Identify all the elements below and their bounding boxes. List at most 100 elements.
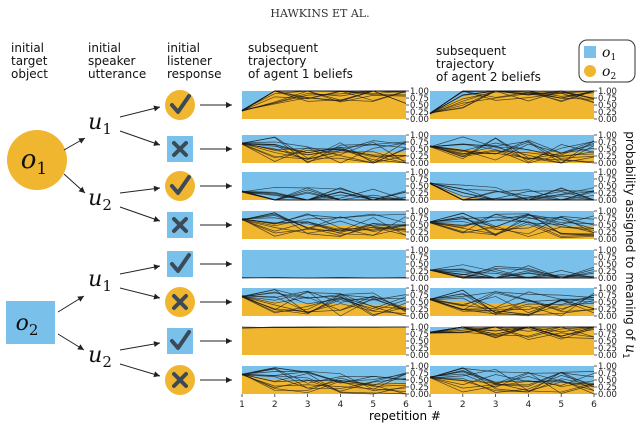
y-tick-label: 0.50 bbox=[598, 337, 617, 347]
y-tick-label: 0.00 bbox=[410, 351, 429, 361]
response-correct-icon bbox=[167, 328, 193, 354]
panel-agent1-row2: 0.000.250.500.751.00 bbox=[241, 131, 429, 169]
arrow-utterance-to-response bbox=[119, 363, 161, 378]
trajectory-panels: 0.000.250.500.751.000.000.250.500.751.00… bbox=[239, 87, 617, 410]
y-tick-label: 0.50 bbox=[410, 182, 429, 192]
y-tick-label: 0.75 bbox=[410, 138, 429, 148]
y-tick-label: 0.50 bbox=[598, 221, 617, 231]
trajectory-line bbox=[429, 326, 595, 338]
trajectory-line bbox=[241, 188, 407, 201]
y-tick-label: 0.25 bbox=[598, 228, 617, 238]
trajectory-line bbox=[241, 374, 407, 389]
heading-agent2-line: trajectory bbox=[436, 57, 494, 71]
axis-labels: repetition # probability assigned to mea… bbox=[369, 131, 638, 423]
trajectory-line bbox=[241, 295, 407, 314]
heading-agent2-line: of agent 2 beliefs bbox=[436, 70, 541, 84]
y-tick-label: 0.75 bbox=[598, 94, 617, 104]
response-incorrect-icon bbox=[167, 136, 193, 162]
arrow-object-to-utterance bbox=[63, 173, 86, 194]
x-tick-label: 3 bbox=[305, 400, 311, 410]
y-tick-label: 0.00 bbox=[410, 159, 429, 169]
y-tick-label: 0.25 bbox=[410, 228, 429, 238]
x-tick-label: 5 bbox=[558, 400, 564, 410]
trajectory-line bbox=[429, 90, 595, 114]
trajectory-line bbox=[429, 217, 595, 235]
utterance-u2-label: u2 bbox=[88, 186, 112, 214]
trajectory-line bbox=[241, 373, 407, 395]
trajectory-line bbox=[429, 326, 595, 340]
y-tick-label: 0.00 bbox=[598, 115, 617, 125]
arrow-response-to-panel bbox=[200, 146, 232, 152]
y-tick-label: 0.25 bbox=[410, 383, 429, 393]
y-tick-label: 0.75 bbox=[410, 330, 429, 340]
trajectory-line bbox=[241, 368, 407, 390]
trajectory-line bbox=[429, 90, 595, 114]
trajectory-line bbox=[241, 294, 407, 315]
trajectory-line bbox=[241, 291, 407, 305]
trajectory-line bbox=[429, 213, 595, 234]
y-tick-label: 0.75 bbox=[598, 291, 617, 301]
y-tick-label: 1.00 bbox=[410, 284, 429, 294]
heading-target-line: initial bbox=[11, 41, 44, 55]
y-tick-label: 0.75 bbox=[410, 175, 429, 185]
area-o1 bbox=[242, 250, 406, 278]
response-correct-icon bbox=[167, 251, 193, 277]
heading-response-line: initial bbox=[167, 41, 200, 55]
trajectory-line bbox=[429, 296, 595, 314]
panel-agent2-row1: 0.000.250.500.751.00 bbox=[429, 87, 617, 125]
trajectory-line bbox=[429, 370, 595, 392]
y-tick-label: 0.75 bbox=[410, 214, 429, 224]
y-tick-label: 0.50 bbox=[410, 298, 429, 308]
trajectory-line bbox=[241, 371, 407, 384]
y-tick-label: 1.00 bbox=[598, 168, 617, 178]
panel-agent1-row8: 0.000.250.500.751.00 bbox=[241, 362, 429, 400]
y-tick-label: 0.75 bbox=[410, 369, 429, 379]
y-tick-label: 1.00 bbox=[598, 246, 617, 256]
arrow-response-to-panel bbox=[200, 183, 232, 189]
area-o1 bbox=[430, 91, 594, 114]
y-tick-label: 1.00 bbox=[410, 87, 429, 97]
trajectory-line bbox=[241, 293, 407, 316]
y-tick-label: 1.00 bbox=[598, 131, 617, 141]
trajectory-line bbox=[429, 215, 595, 230]
trajectory-line bbox=[429, 293, 595, 313]
trajectory-line bbox=[241, 373, 407, 395]
trajectory-line bbox=[241, 218, 407, 236]
y-tick-label: 0.00 bbox=[410, 312, 429, 322]
y-tick-label: 0.50 bbox=[598, 260, 617, 270]
trajectory-line bbox=[429, 183, 595, 201]
x-tick-label: 6 bbox=[403, 400, 409, 410]
y-tick-label: 1.00 bbox=[598, 323, 617, 333]
area-o1 bbox=[242, 366, 406, 383]
arrow-utterance-to-response bbox=[119, 264, 161, 275]
y-tick-label: 0.25 bbox=[598, 267, 617, 277]
y-tick-label: 0.25 bbox=[410, 305, 429, 315]
y-axis-label: probability assigned to meaning of u1 bbox=[620, 131, 638, 358]
y-tick-label: 1.00 bbox=[410, 246, 429, 256]
y-tick-label: 0.00 bbox=[410, 196, 429, 206]
arrow-response-to-panel bbox=[200, 261, 232, 267]
trajectory-line bbox=[429, 137, 595, 164]
trajectory-line bbox=[241, 292, 407, 317]
area-o1 bbox=[242, 91, 406, 111]
y-tick-label: 0.50 bbox=[598, 182, 617, 192]
trajectory-line bbox=[429, 367, 595, 388]
trajectory-line bbox=[241, 374, 407, 393]
area-o1 bbox=[430, 327, 594, 333]
trajectory-line bbox=[429, 90, 595, 115]
trajectory-line bbox=[429, 182, 595, 201]
trajectory-line bbox=[429, 269, 595, 279]
y-tick-label: 0.50 bbox=[410, 221, 429, 231]
trajectory-line bbox=[429, 291, 595, 300]
trajectory-line bbox=[241, 213, 407, 234]
trajectory-line bbox=[241, 137, 407, 164]
panel-agent2-row3: 0.000.250.500.751.00 bbox=[429, 168, 617, 206]
y-tick-label: 1.00 bbox=[598, 284, 617, 294]
panel-agent2-row2: 0.000.250.500.751.00 bbox=[429, 131, 617, 169]
trajectory-line bbox=[429, 297, 595, 310]
object-o2-square bbox=[6, 301, 55, 344]
x-tick-label: 4 bbox=[526, 400, 532, 410]
arrow-response-to-panel bbox=[200, 102, 232, 108]
y-tick-label: 0.25 bbox=[410, 152, 429, 162]
